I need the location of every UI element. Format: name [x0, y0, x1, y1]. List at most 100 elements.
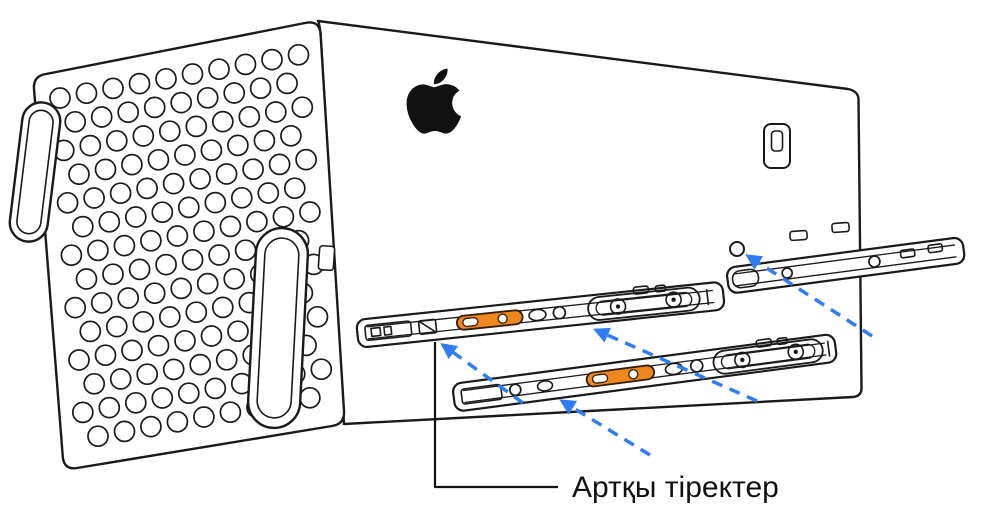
vent-hole [98, 396, 121, 419]
vent-hole [219, 401, 242, 424]
vent-hole [87, 239, 109, 262]
vent-hole [143, 96, 166, 119]
vent-hole [83, 372, 106, 395]
vent-hole [193, 406, 215, 428]
vent-hole [90, 291, 113, 314]
vent-hole [64, 110, 87, 133]
rail-lock-orange [585, 364, 656, 388]
vent-hole [155, 253, 177, 276]
vent-hole [208, 244, 230, 266]
vent-hole [295, 148, 317, 171]
vent-hole [193, 220, 215, 243]
vent-hole [109, 368, 132, 390]
install-direction-arrow-3 [559, 399, 651, 457]
vent-hole [246, 210, 268, 233]
vent-hole [68, 163, 90, 186]
vent-hole [200, 325, 223, 347]
vent-hole [249, 77, 272, 100]
vent-hole [234, 53, 257, 76]
vent-hole [170, 277, 193, 300]
vent-hole [124, 206, 147, 228]
vent-hole [109, 182, 132, 205]
vent-hole [185, 301, 208, 324]
vent-hole [227, 134, 249, 157]
vent-hole [162, 172, 185, 195]
vent-hole [299, 201, 321, 223]
vent-hole [94, 158, 117, 181]
vent-hole [98, 210, 121, 233]
vent-hole [105, 129, 128, 152]
rail-mounting-holes [729, 221, 850, 257]
vent-hole [177, 382, 200, 405]
vent-hole [128, 72, 151, 95]
vent-hole [64, 296, 87, 319]
install-direction-arrow-2 [593, 327, 758, 403]
vent-hole [75, 82, 98, 105]
vent-hole [162, 358, 185, 381]
vent-hole [147, 148, 170, 171]
vent-hole [287, 43, 310, 66]
install-direction-arrow-4 [440, 343, 525, 405]
vent-hole [174, 329, 196, 352]
vent-hole [306, 305, 329, 328]
vent-hole [215, 163, 238, 185]
rail-lock-orange [455, 309, 524, 331]
vent-hole [102, 77, 124, 100]
vent-hole [181, 63, 204, 85]
vent-hole [189, 353, 212, 376]
vent-hole [166, 225, 189, 247]
vent-hole [71, 401, 94, 424]
front-edge-latch [317, 244, 336, 272]
vent-hole [90, 106, 113, 128]
vent-hole [56, 191, 79, 214]
callout-label: Артқы тіректер [572, 471, 779, 504]
vent-hole [238, 105, 261, 128]
rack-rail-lower [451, 333, 838, 412]
vent-hole [211, 110, 234, 133]
vent-hole [196, 86, 219, 109]
vent-hole [272, 205, 295, 228]
vent-hole [121, 339, 143, 362]
vent-hole [68, 349, 90, 371]
vent-hole [121, 153, 143, 176]
vent-hole [94, 344, 117, 367]
vent-hole [140, 415, 162, 438]
rail-latch-mechanism [587, 284, 701, 321]
vent-hole [75, 268, 98, 290]
vent-hole [200, 139, 223, 162]
vent-hole [276, 72, 298, 95]
mac-pro-handle [8, 101, 62, 243]
vent-hole [257, 182, 280, 204]
vent-hole [71, 215, 94, 238]
vent-hole [170, 91, 193, 114]
vent-hole [83, 187, 105, 209]
vent-hole [215, 348, 238, 371]
vent-hole [87, 425, 109, 448]
side-latch-slot [763, 123, 791, 169]
vent-hole [291, 96, 314, 119]
install-direction-arrows [440, 254, 873, 457]
vent-hole [113, 420, 136, 443]
vent-hole [147, 334, 170, 357]
vent-hole [136, 177, 158, 200]
vent-hole [140, 229, 162, 252]
vent-hole [102, 263, 124, 286]
vent-hole [185, 115, 208, 138]
vent-hole [211, 296, 234, 319]
rail-latch-mechanism [712, 336, 824, 375]
vent-hole [166, 410, 189, 433]
vent-hole [189, 167, 211, 190]
vent-hole [158, 306, 181, 328]
vent-hole [204, 377, 227, 400]
vent-hole [117, 101, 140, 124]
vent-hole [208, 58, 230, 81]
vent-hole [253, 129, 276, 152]
apple-logo-icon [406, 68, 462, 134]
vent-hole [264, 101, 287, 123]
vent-hole [117, 287, 140, 309]
vent-hole [219, 215, 242, 238]
vent-hole [105, 315, 128, 338]
vent-hole [113, 234, 136, 257]
vent-hole [132, 125, 155, 147]
